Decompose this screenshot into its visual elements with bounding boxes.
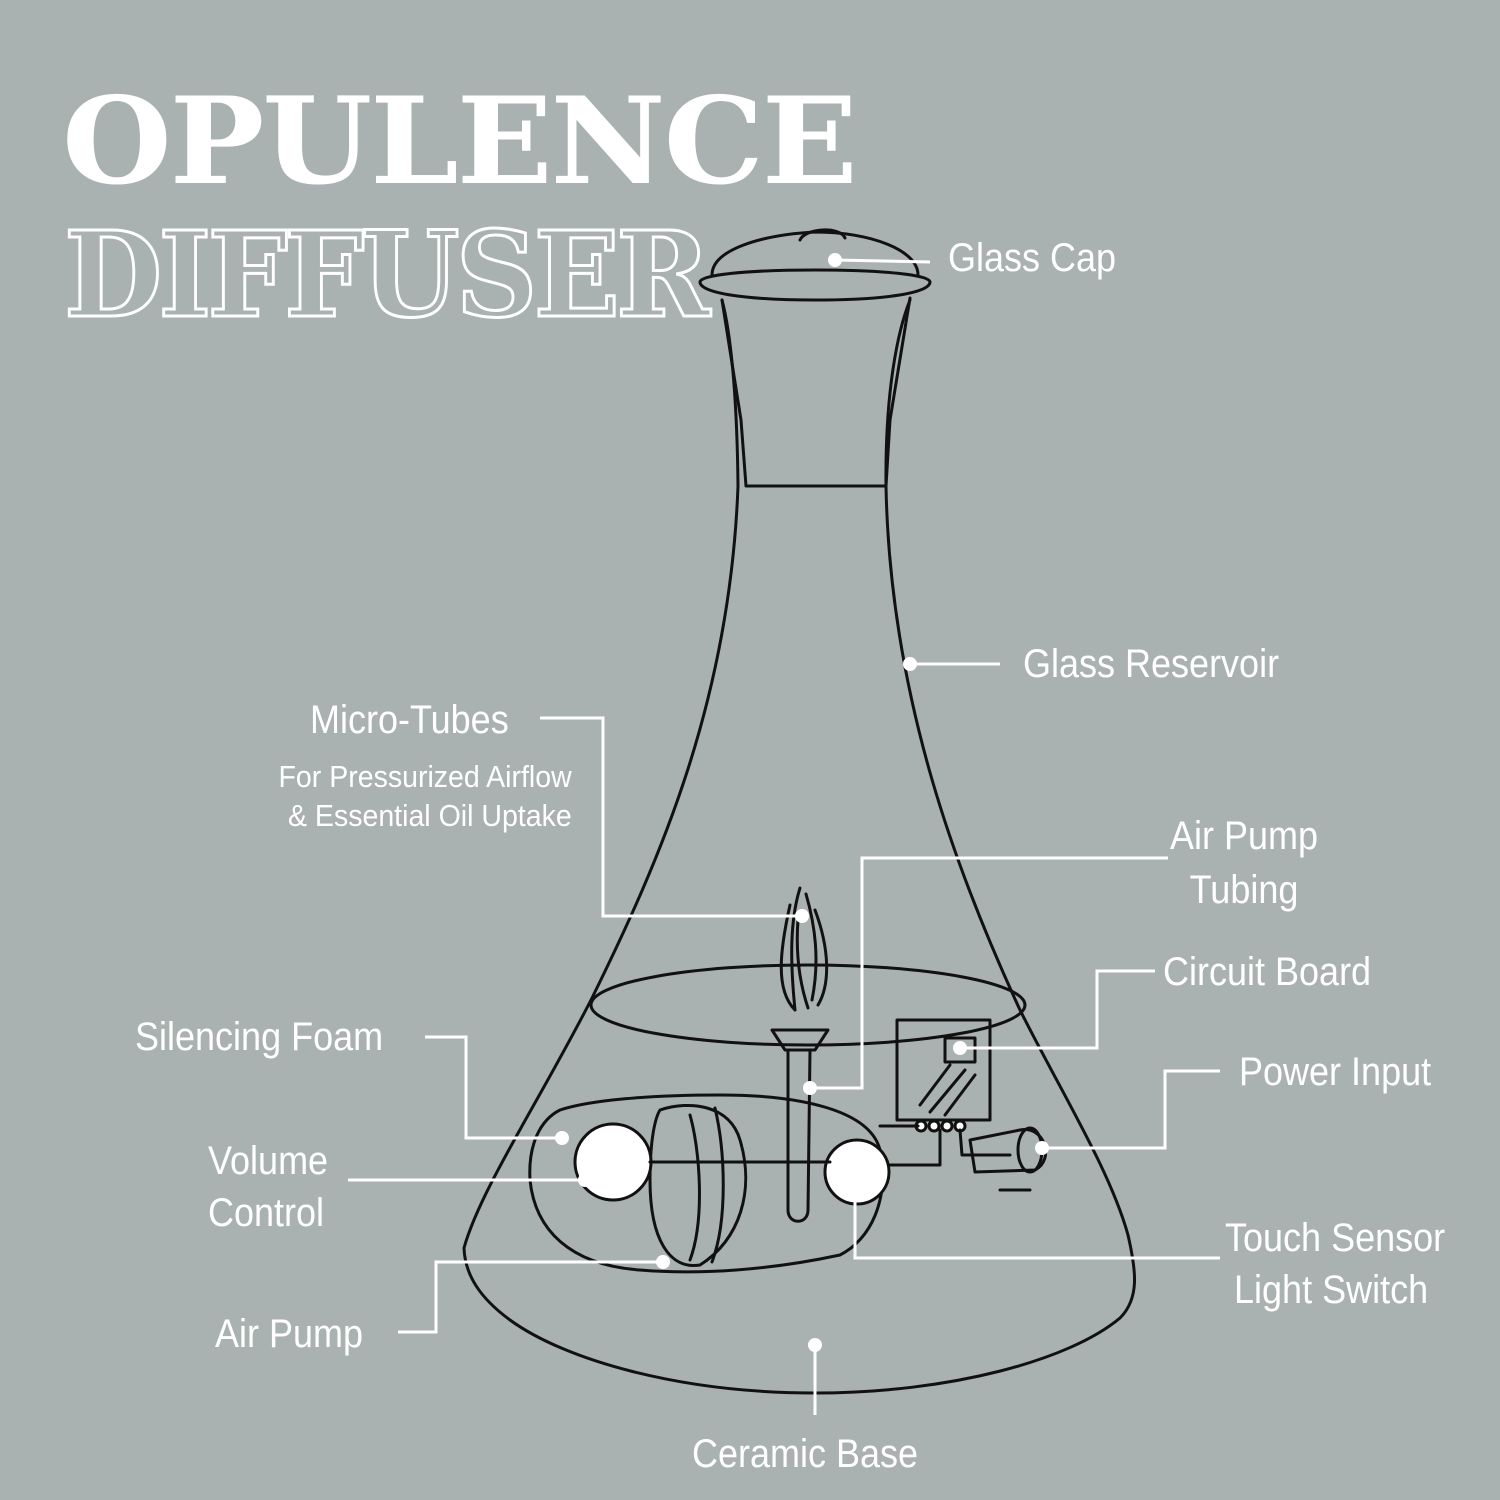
label-glass-cap: Glass Cap <box>948 236 1117 280</box>
air-pump-tubing-line2: Tubing <box>1189 868 1299 912</box>
touch-sensor-line1: Touch Sensor <box>1225 1216 1446 1260</box>
micro-tubes-note-line2: & Essential Oil Uptake <box>288 797 572 833</box>
label-micro-tubes: Micro-Tubes <box>310 698 509 742</box>
label-power-input: Power Input <box>1239 1050 1432 1094</box>
glass-cap-plug <box>720 296 912 488</box>
air-pump-drawing <box>528 1093 942 1274</box>
label-silencing-foam: Silencing Foam <box>135 1015 384 1059</box>
volume-control-line1: Volume <box>208 1139 329 1183</box>
glass-cap-knob <box>798 228 847 242</box>
title-diffuser: DIFFUSER <box>63 205 712 344</box>
label-ceramic-base: Ceramic Base <box>692 1432 919 1476</box>
title-opulence: OPULENCE <box>62 71 858 212</box>
touch-sensor-line2: Light Switch <box>1234 1268 1429 1312</box>
label-touch-sensor: Touch Sensor Light Switch <box>1225 1214 1445 1314</box>
label-micro-tubes-note: For Pressurized Airflow & Essential Oil … <box>279 758 572 836</box>
volume-knob <box>573 1122 653 1202</box>
label-volume-control: Volume Control <box>208 1137 328 1237</box>
power-input-drawing <box>968 1126 1048 1192</box>
label-glass-reservoir: Glass Reservoir <box>1023 642 1280 686</box>
flask-neck-left <box>462 298 1136 1395</box>
micro-tubes-note-line1: For Pressurized Airflow <box>278 759 572 794</box>
label-air-pump: Air Pump <box>215 1312 364 1356</box>
callout-dots <box>555 253 1049 1352</box>
circuit-board-drawing <box>878 1018 1012 1157</box>
liquid-level <box>589 963 1027 1047</box>
glass-cap-rim <box>698 268 932 302</box>
leader-lines <box>348 258 1220 1415</box>
micro-tubes-drawing <box>770 886 830 1223</box>
label-air-pump-tubing: Air Pump Tubing <box>1170 812 1318 914</box>
label-circuit-board: Circuit Board <box>1163 950 1372 994</box>
volume-control-line2: Control <box>208 1191 325 1235</box>
air-pump-tubing-line1: Air Pump <box>1170 814 1319 858</box>
